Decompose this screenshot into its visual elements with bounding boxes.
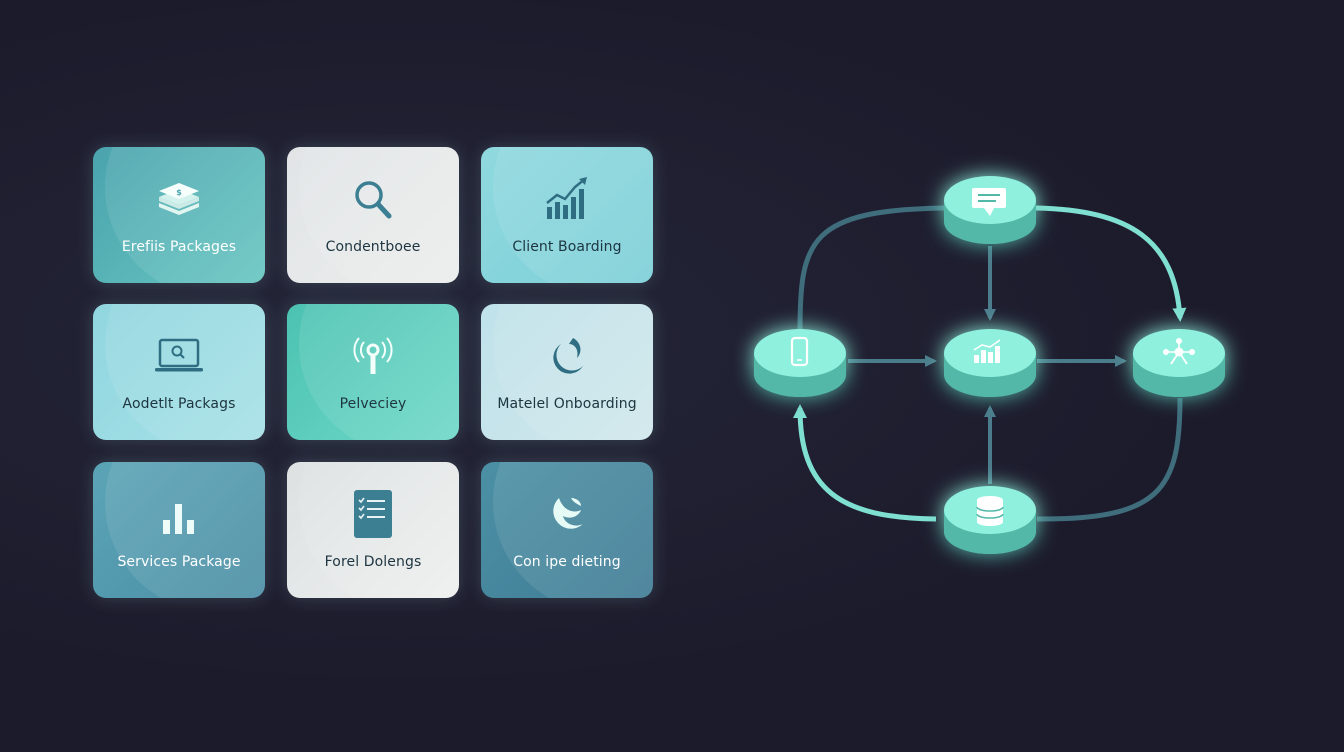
card-label: Con ipe dieting: [513, 554, 621, 570]
card-label: Matelel Onboarding: [497, 396, 637, 412]
card-label: Client Boarding: [512, 239, 622, 255]
wave-shape-icon: [539, 490, 595, 540]
package-card-grid: $ Erefiis Packages Condentboee: [93, 147, 653, 599]
svg-text:$: $: [176, 188, 182, 197]
database-icon: [976, 496, 1004, 526]
crescent-shape-icon: [539, 332, 595, 382]
laptop-search-icon: [151, 332, 207, 382]
card-label: Erefiis Packages: [121, 239, 237, 255]
hub-network-icon: [1163, 338, 1195, 365]
connector-left-to-top: [797, 205, 946, 331]
card-client-boarding[interactable]: Client Boarding: [481, 147, 653, 283]
card-matelel-onboarding[interactable]: Matelel Onboarding: [481, 304, 653, 440]
chat-bubble-icon: [972, 188, 1006, 216]
stacked-layers-icon: $: [151, 175, 207, 225]
signal-tower-icon: [345, 332, 401, 382]
card-pelveciey[interactable]: Pelveciey: [287, 304, 459, 440]
card-label: Condentboee: [325, 239, 421, 255]
card-label: Forel Dolengs: [324, 554, 422, 570]
magnifier-icon: [345, 175, 401, 225]
connectors: [793, 205, 1187, 522]
card-label: Aodetlt Packags: [122, 396, 236, 412]
card-forel-dolengs[interactable]: Forel Dolengs: [287, 462, 459, 598]
bar-chart-icon: [973, 339, 1001, 363]
connector-top-to-right: [1035, 205, 1187, 322]
checklist-icon: [345, 490, 401, 540]
card-erefiis-packages[interactable]: $ Erefiis Packages: [93, 147, 265, 283]
connector-bottom-to-left: [793, 404, 937, 522]
node-left[interactable]: [754, 329, 846, 397]
card-condentboee[interactable]: Condentboee: [287, 147, 459, 283]
smartphone-icon: [790, 336, 809, 367]
card-con-ipe-dieting[interactable]: Con ipe dieting: [481, 462, 653, 598]
bar-chart-icon: [151, 490, 207, 540]
connector-right-to-bottom: [1036, 397, 1183, 522]
card-label: Services Package: [117, 554, 241, 570]
card-label: Pelveciey: [339, 396, 407, 412]
card-aodetlt-packags[interactable]: Aodetlt Packags: [93, 304, 265, 440]
bar-chart-trend-icon: [539, 175, 595, 225]
card-services-package[interactable]: Services Package: [93, 462, 265, 598]
